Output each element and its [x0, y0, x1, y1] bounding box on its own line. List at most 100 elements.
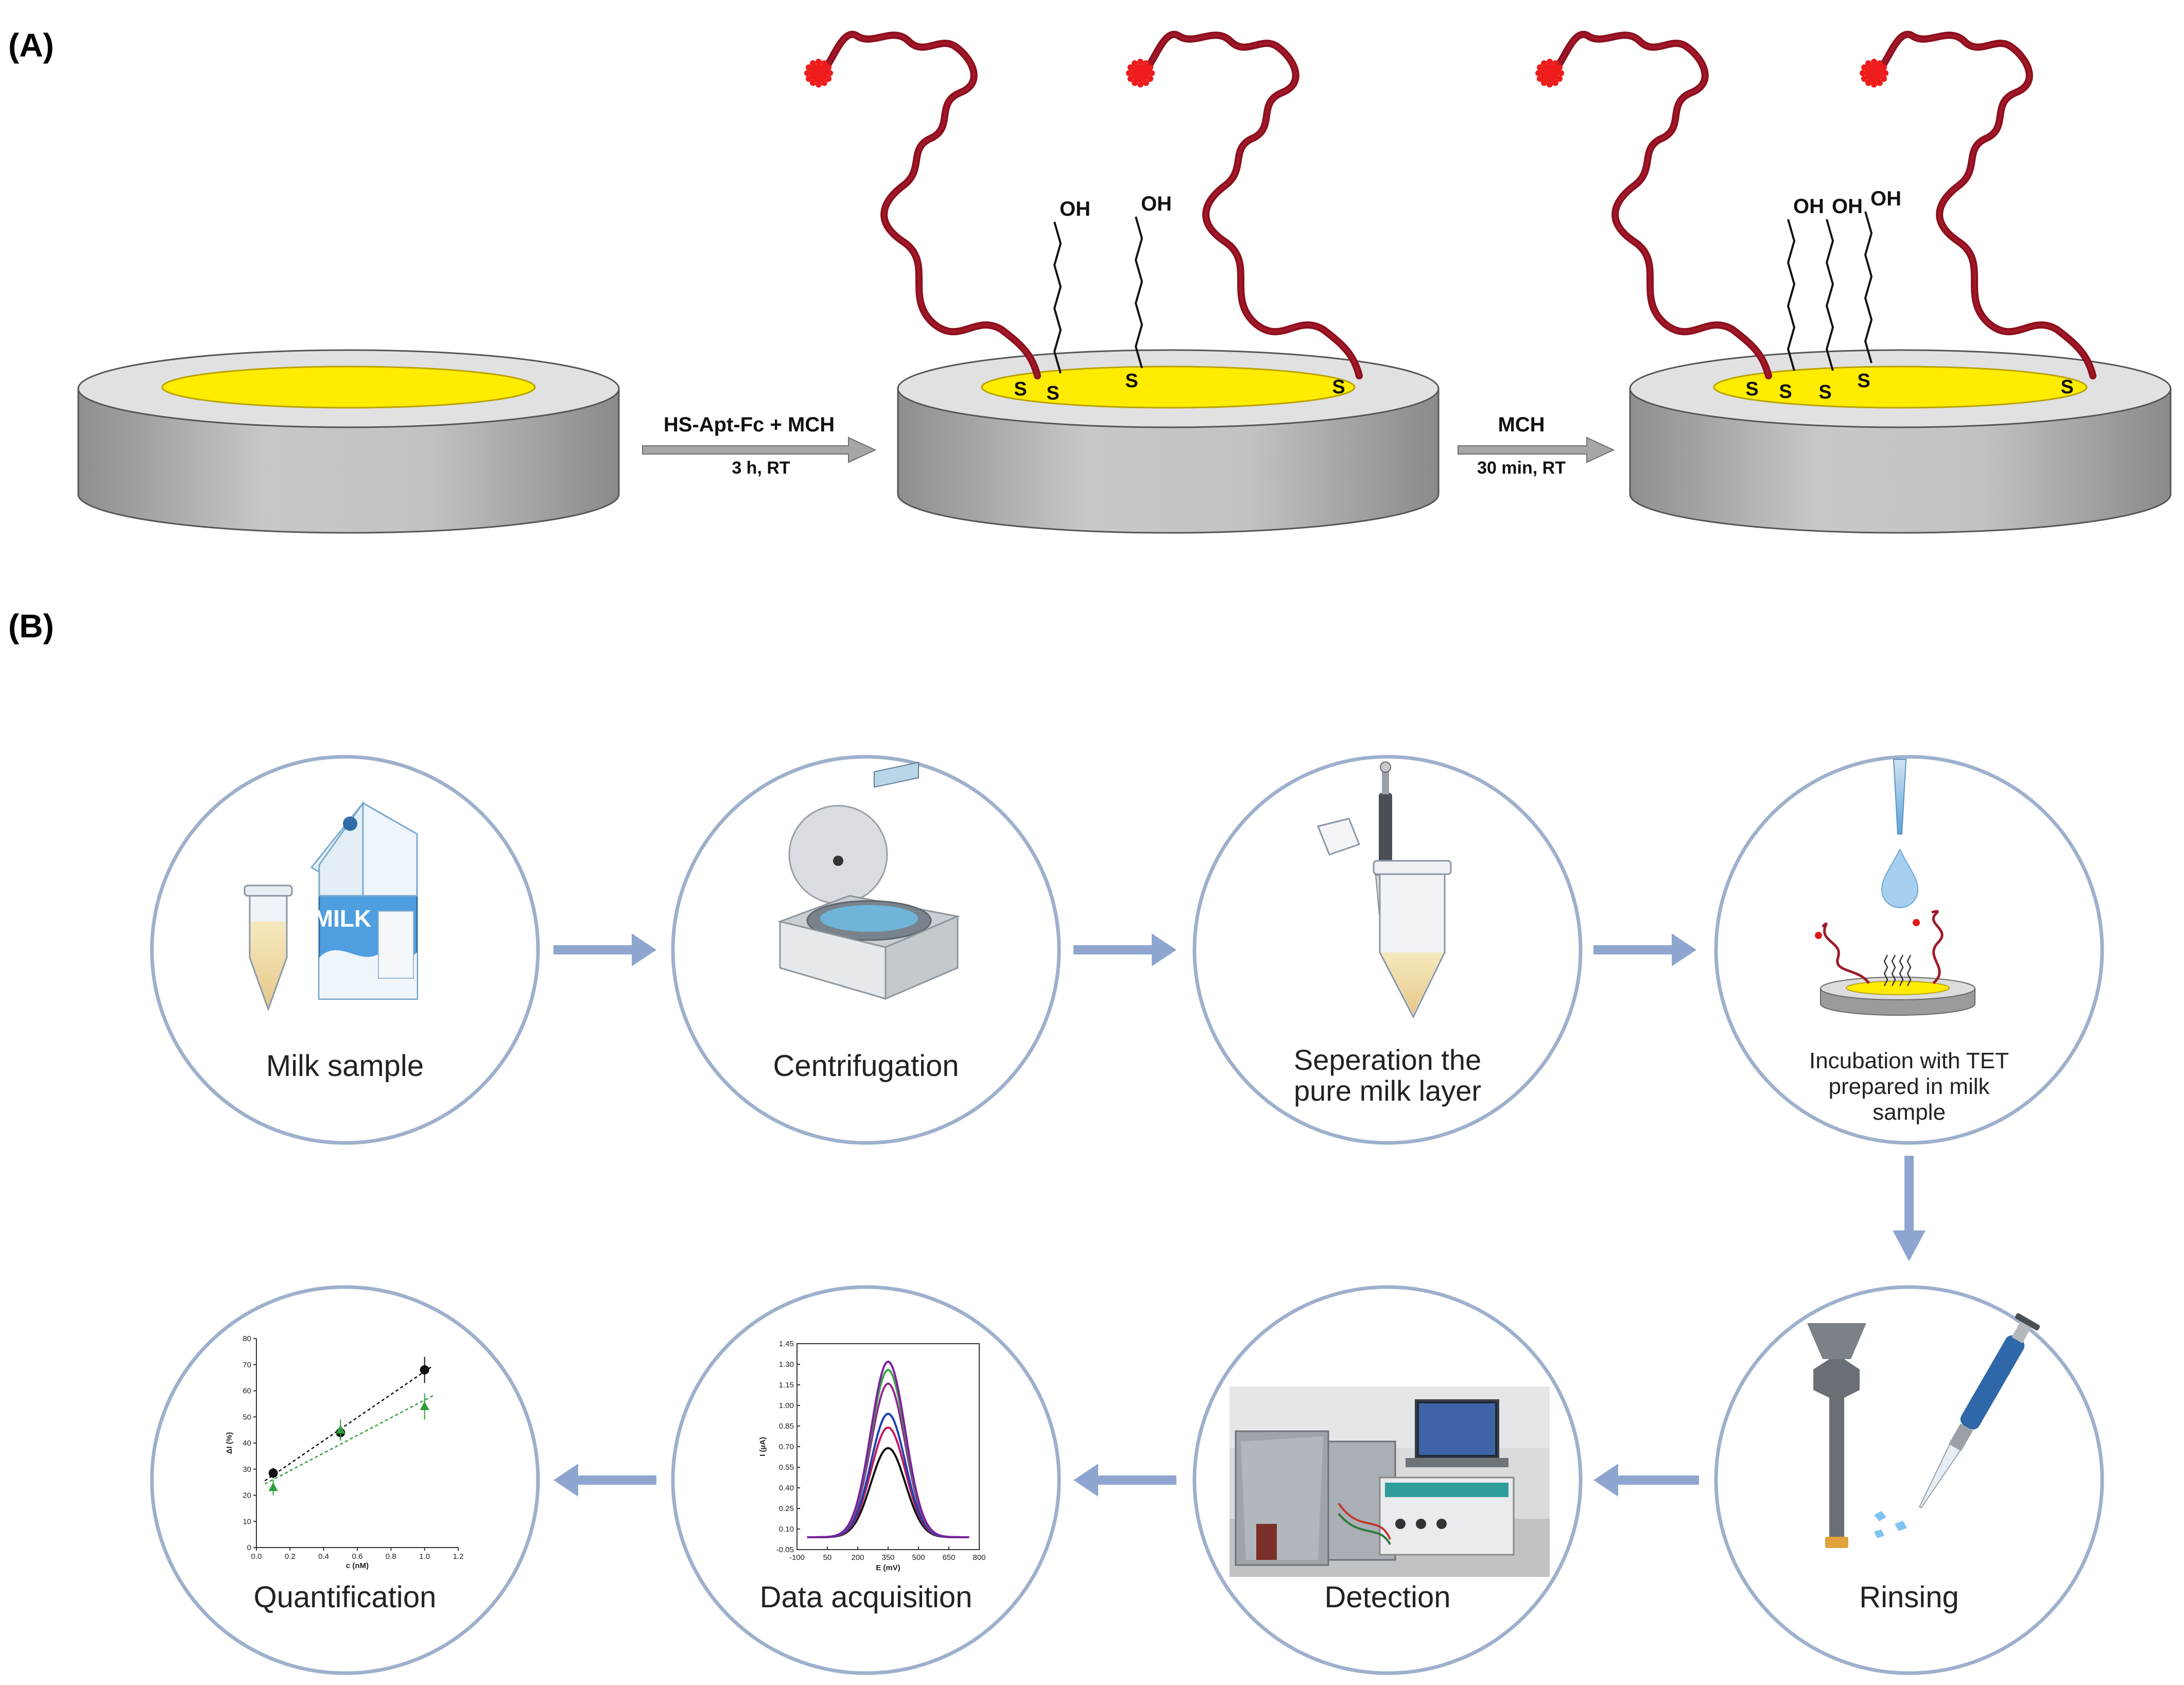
incubation-icon [1815, 759, 1975, 1016]
dpv-y-tick-label: 0.40 [779, 1484, 794, 1492]
hydroxyl-label: OH [1870, 187, 1901, 210]
ferrocene-label [1535, 59, 1564, 88]
ferrocene-label [1860, 59, 1888, 88]
dpv-y-tick-label: 1.45 [779, 1340, 794, 1348]
step-label-incubation: prepared in milk [1828, 1074, 1990, 1099]
step1-condition: 3 h, RT [732, 458, 790, 478]
cal-point-triangle [336, 1425, 345, 1434]
panel-a-label: (A) [8, 27, 54, 64]
dpv-x-tick-label: -100 [789, 1553, 805, 1562]
centrifuge-icon [777, 761, 961, 1000]
mch-5: OH [1864, 187, 1901, 363]
panel-a: (A) HS-Apt-Fc + MCH 3 h, RT MCH 30 min, … [8, 27, 2172, 534]
aptamer-1a [804, 31, 1041, 379]
thiol-s-label: S [1046, 383, 1059, 404]
mch-4: OH [1825, 195, 1863, 371]
cal-x-tick-label: 0.6 [352, 1552, 363, 1561]
thiol-s-label: S [1125, 370, 1138, 392]
step2-reagent: MCH [1498, 413, 1545, 436]
arrow-1-to-2 [553, 933, 656, 966]
dpv-y-tick-label: 0.85 [779, 1422, 794, 1431]
step-label-detection: Detection [1324, 1580, 1450, 1614]
mch-3: OH [1787, 195, 1824, 371]
thiol-s-label: S [1818, 381, 1831, 403]
thiol-s-label: S [1332, 376, 1345, 398]
cal-y-tick-label: 50 [242, 1413, 251, 1421]
cal-x-tick-label: 0.2 [285, 1552, 296, 1561]
dpv-x-axis-label: E (mV) [876, 1564, 900, 1572]
step1-reagent: HS-Apt-Fc + MCH [664, 413, 835, 436]
reaction-arrow-2: MCH 30 min, RT [1458, 413, 1615, 478]
step-circle-rinsing [1714, 1285, 2104, 1675]
milk-carton-label: MILK [314, 905, 371, 932]
step-label-separation: Seperation the [1294, 1044, 1481, 1076]
step-label-quantification: Quantification [254, 1580, 437, 1614]
arrow-5-to-6 [1593, 1464, 1699, 1497]
mch-1: OH [1053, 198, 1090, 374]
dpv-x-tick-label: 800 [973, 1553, 985, 1562]
cal-x-tick-label: 1.0 [419, 1552, 430, 1561]
arrow-3-to-4 [1593, 933, 1696, 966]
cal-y-tick-label: 0 [247, 1543, 251, 1552]
aptamer-2b [1860, 31, 2096, 379]
dpv-y-tick-label: 1.15 [779, 1381, 794, 1389]
cal-x-tick-label: 0.8 [386, 1552, 396, 1561]
arrow-2-to-3 [1073, 933, 1176, 966]
hydroxyl-label: OH [1832, 195, 1863, 218]
arrow-6-to-7 [1073, 1464, 1176, 1497]
dpv-y-tick-label: 1.30 [779, 1360, 794, 1369]
step-label-incubation: sample [1873, 1100, 1946, 1125]
electrode-modified [897, 349, 1440, 534]
cal-x-tick-label: 1.2 [453, 1552, 464, 1561]
tube-pipette-icon [1316, 761, 1452, 1019]
step-label-separation: pure milk layer [1294, 1074, 1481, 1107]
cal-y-tick-label: 20 [242, 1491, 251, 1500]
panel-b-label: (B) [8, 607, 54, 645]
dpv-x-tick-label: 500 [912, 1553, 925, 1562]
dpv-x-tick-label: 350 [881, 1553, 894, 1562]
thiol-s-label: S [1014, 378, 1027, 400]
milk-sample-icon: MILK [244, 801, 419, 1012]
electrode-bare [77, 349, 620, 534]
cal-y-tick-label: 60 [242, 1387, 251, 1396]
dpv-x-tick-label: 650 [942, 1553, 955, 1562]
dpv-x-tick-label: 200 [851, 1553, 864, 1562]
thiol-s-label: S [1857, 370, 1870, 392]
detection-photo [1229, 1386, 1550, 1577]
workflow-arrows [553, 933, 1926, 1497]
dpv-y-tick-label: 0.55 [779, 1463, 794, 1472]
cal-point-circle [420, 1365, 429, 1375]
step-label-centrifuge: Centrifugation [773, 1049, 959, 1083]
cal-x-tick-label: 0.0 [251, 1552, 262, 1561]
arrow-4-to-5 [1893, 1156, 1926, 1261]
cal-point-circle [268, 1468, 278, 1478]
arrow-7-to-8 [553, 1464, 656, 1497]
cal-y-tick-label: 10 [242, 1517, 251, 1526]
cal-y-tick-label: 80 [242, 1334, 251, 1343]
aptamer-1b [1126, 31, 1363, 379]
dpv-x-tick-label: 50 [823, 1553, 832, 1562]
step-label-milk: Milk sample [266, 1049, 424, 1083]
cal-y-tick-label: 30 [242, 1465, 251, 1474]
dpv-y-tick-label: 0.25 [779, 1504, 794, 1513]
cal-y-tick-label: 70 [242, 1361, 251, 1369]
step2-condition: 30 min, RT [1477, 458, 1566, 478]
thiol-s-label: S [1779, 381, 1792, 403]
ferrocene-label [1126, 59, 1155, 88]
dpv-y-axis-label: I (µA) [758, 1437, 767, 1456]
gold-surface [161, 366, 536, 409]
dpv-y-tick-label: 0.70 [779, 1443, 794, 1451]
electrode-backfilled [1629, 349, 2172, 534]
step-label-rinsing: Rinsing [1859, 1580, 1958, 1614]
rinsing-icon [1807, 1313, 2040, 1548]
reaction-arrow-1: HS-Apt-Fc + MCH 3 h, RT [642, 413, 877, 478]
cal-x-tick-label: 0.4 [318, 1552, 329, 1561]
panel-b: (B) MILK [8, 607, 2104, 1675]
aptamer-2a [1535, 31, 1772, 379]
dpv-chart: -0.050.100.250.400.550.700.851.001.151.3… [758, 1340, 986, 1572]
hydroxyl-label: OH [1793, 195, 1824, 218]
ferrocene-label [804, 59, 833, 88]
